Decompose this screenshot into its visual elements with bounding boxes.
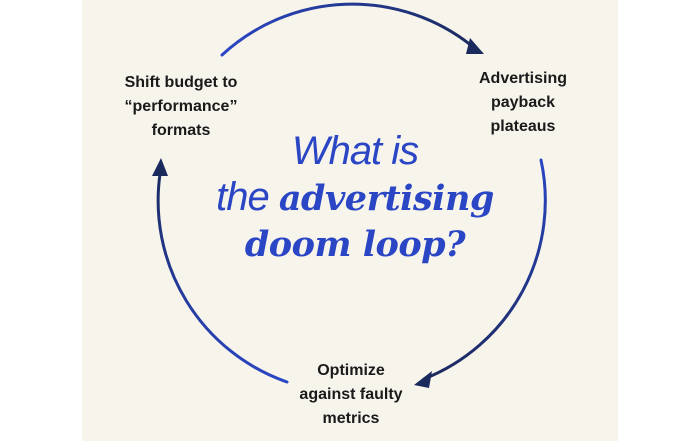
step-text-line: formats xyxy=(151,122,211,139)
diagram-background xyxy=(82,0,618,441)
title-line-1: What is xyxy=(291,129,419,173)
arrowhead-top xyxy=(466,38,484,54)
step-text-line: plateaus xyxy=(490,118,556,135)
title-line-3: doom loop? xyxy=(244,224,466,265)
step-text-line: against faulty xyxy=(299,386,403,403)
arrow-arc-right xyxy=(422,158,547,381)
step-advertising-payback-plateaus: Advertising payback plateaus xyxy=(448,67,598,139)
diagram-title: What is the advertising doom loop? xyxy=(190,128,520,268)
step-text-line: “performance” xyxy=(124,98,238,115)
step-text-line: metrics xyxy=(322,410,380,427)
step-optimize-against-faulty-metrics: Optimize against faulty metrics xyxy=(276,359,426,431)
step-shift-budget: Shift budget to “performance” formats xyxy=(106,71,256,143)
arrow-arc-left xyxy=(156,172,289,384)
title-line-2: the advertising xyxy=(190,174,520,222)
arrow-arc-top xyxy=(220,2,474,57)
step-text-line: Shift budget to xyxy=(124,74,238,91)
title-line-2-light: the xyxy=(216,175,279,219)
step-text-line: Advertising xyxy=(478,70,567,87)
step-text-line: Optimize xyxy=(317,362,385,379)
step-text-line: payback xyxy=(490,94,556,111)
title-line-2-bold: advertising xyxy=(278,178,495,219)
arrowhead-left xyxy=(152,158,168,176)
arrowhead-right xyxy=(414,371,432,388)
